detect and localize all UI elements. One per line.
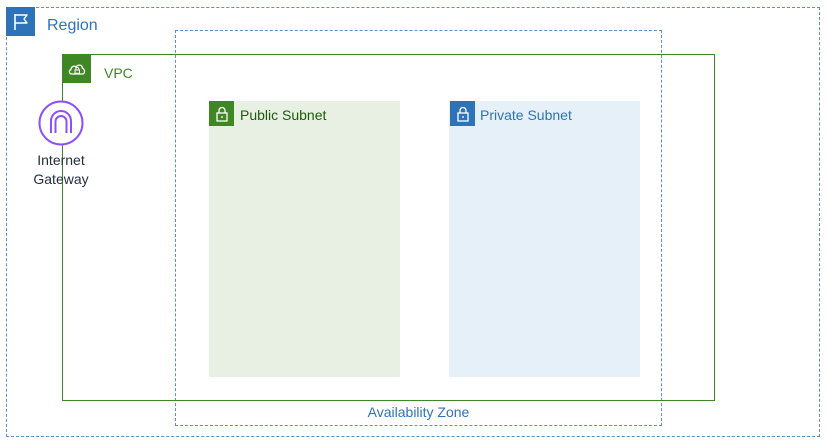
private-subnet-label: Private Subnet <box>480 107 572 123</box>
lock-icon <box>209 101 234 126</box>
public-subnet-group[interactable] <box>209 101 400 377</box>
region-label: Region <box>47 17 98 34</box>
vpc-label: VPC <box>104 65 133 81</box>
region-group[interactable] <box>6 7 820 437</box>
flag-icon <box>6 7 35 36</box>
availability-zone-label: Availability Zone <box>367 404 470 420</box>
availability-zone-group[interactable] <box>175 30 662 426</box>
internet-gateway-label-line2: Gateway <box>33 171 89 187</box>
vpc-group[interactable] <box>62 54 715 401</box>
private-subnet-group[interactable] <box>449 101 640 377</box>
public-subnet-label: Public Subnet <box>240 107 327 123</box>
internet-gateway-label: Internet Gateway <box>16 151 106 189</box>
cloud-lock-icon <box>63 55 91 83</box>
internet-gateway-icon[interactable] <box>38 100 84 146</box>
internet-gateway-label-line1: Internet <box>37 152 85 168</box>
lock-icon <box>450 101 475 126</box>
